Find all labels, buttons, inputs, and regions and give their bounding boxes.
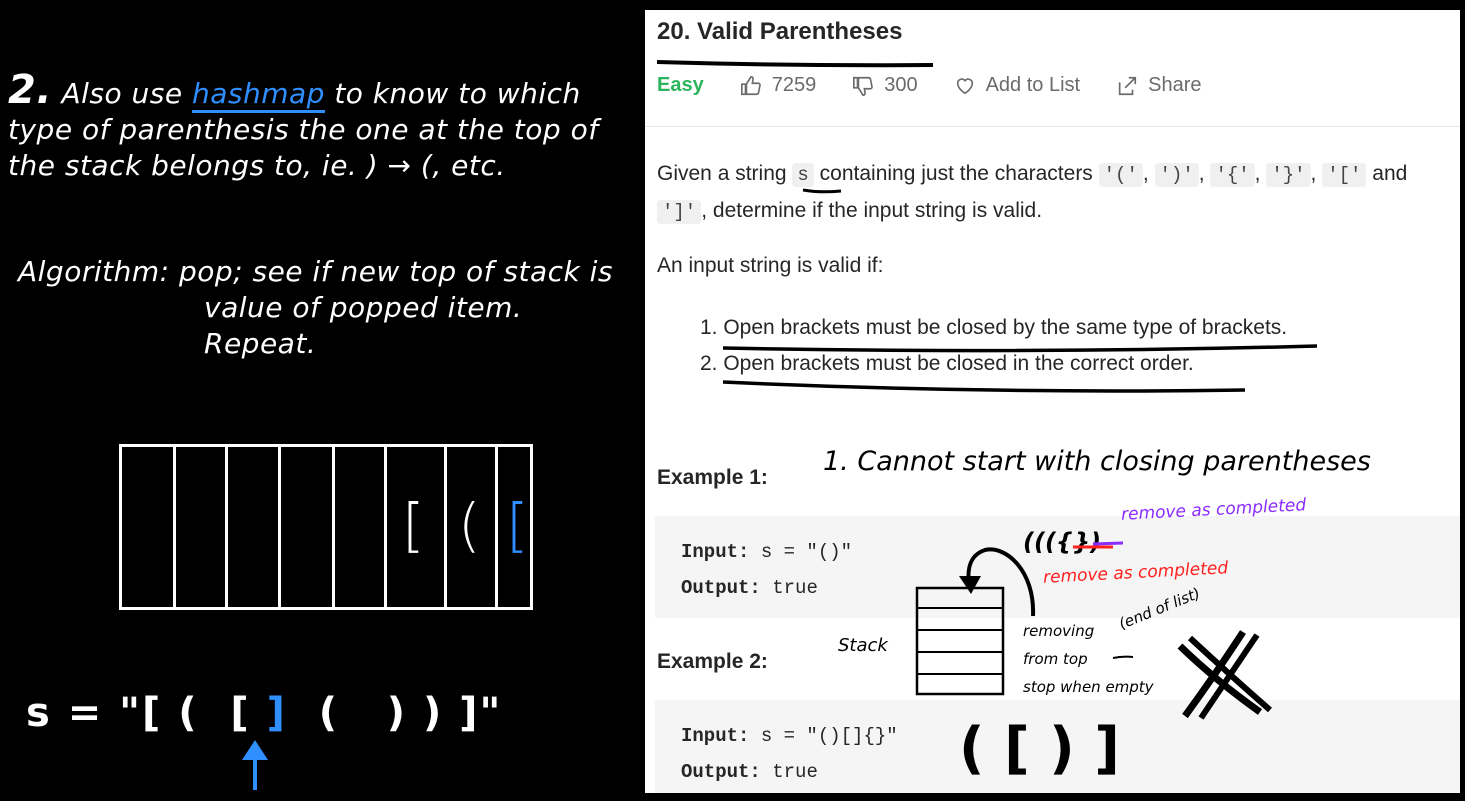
- problem-panel: 20. Valid Parentheses Easy 7259 300 Add …: [645, 10, 1460, 793]
- example1-input: s = "()": [760, 541, 853, 563]
- example2-input-label: Input:: [681, 725, 750, 747]
- annotation-strokes: [656, 60, 1318, 720]
- input-string: s = "[ ( [ ] ( ) ) ]": [26, 690, 502, 736]
- thumbs-down-icon: [853, 76, 874, 96]
- header-divider: [645, 126, 1460, 127]
- desc-text: and: [1372, 162, 1408, 185]
- annotation-paren-scribble: ((({}): [1023, 528, 1102, 556]
- stack-cell-divider: [278, 447, 281, 607]
- stack-cell-divider: [225, 447, 228, 607]
- code-var: s: [792, 163, 814, 187]
- problem-description: Given a string s containing just the cha…: [657, 162, 1408, 224]
- input-string-suffix: ( ) ) ]": [286, 690, 503, 736]
- input-string-prefix: s = "[ ( [: [26, 690, 267, 736]
- stack-cell-divider: [444, 447, 447, 607]
- algo-line2: value of popped item. Repeat.: [204, 291, 523, 360]
- example2-output: true: [772, 761, 818, 783]
- note-number: 2.: [8, 67, 53, 113]
- hashmap-note: 2. Also use hashmap to know to which typ…: [8, 70, 638, 184]
- rules-list: 1. Open brackets must be closed by the s…: [700, 310, 1287, 382]
- example1-box: Input: s = "()" Output: true: [655, 516, 1460, 618]
- desc-text: , determine if the input string is valid…: [701, 199, 1043, 222]
- code-char: ')': [1154, 163, 1199, 187]
- pointer-arrow-icon: [242, 740, 268, 790]
- code-char: '(': [1098, 163, 1143, 187]
- annotation-stack-label: Stack: [838, 635, 888, 656]
- dislike-button[interactable]: 300: [852, 74, 918, 97]
- stack-diagram: [ ( [: [119, 444, 533, 610]
- note-post: to know to which type of parenthesis the…: [8, 77, 599, 182]
- add-to-list-button[interactable]: Add to List: [954, 74, 1081, 97]
- add-to-list-label: Add to List: [985, 74, 1081, 96]
- example2-input: s = "()[]{}": [760, 725, 898, 747]
- rule-item: 1. Open brackets must be closed by the s…: [700, 316, 1288, 339]
- annotation-from-top: from top: [1023, 650, 1088, 668]
- share-button[interactable]: Share: [1116, 74, 1201, 97]
- note-pre: Also use: [61, 77, 183, 110]
- annotation-bracket-example: ( [ ) ]: [959, 716, 1120, 781]
- share-icon: [1118, 76, 1137, 95]
- code-char: '[': [1322, 163, 1367, 187]
- stack-item: (: [458, 491, 481, 559]
- algo-label: Algorithm:: [18, 255, 170, 288]
- example1-input-label: Input:: [681, 541, 750, 563]
- annotation-rule1: 1. Cannot start with closing parentheses: [823, 446, 1371, 477]
- rule-item: 2. Open brackets must be closed in the c…: [700, 352, 1194, 375]
- stack-cell-divider: [495, 447, 498, 607]
- thumbs-up-icon: [740, 75, 761, 95]
- annotation-stop-empty: stop when empty: [1023, 678, 1154, 696]
- example1-output-label: Output:: [681, 577, 761, 599]
- difficulty-badge: Easy: [657, 74, 704, 96]
- algorithm-note: Algorithm: pop; see if new top of stack …: [18, 254, 638, 362]
- example1-output: true: [772, 577, 818, 599]
- handwritten-notes-board: 2. Also use hashmap to know to which typ…: [0, 0, 645, 801]
- heart-icon: [956, 77, 973, 94]
- valid-intro: An input string is valid if:: [657, 254, 884, 277]
- dislike-count: 300: [884, 74, 918, 96]
- stack-cell-divider: [173, 447, 176, 607]
- desc-text: Given a string: [657, 162, 787, 185]
- stack-item: [: [402, 491, 425, 559]
- code-char: '}': [1266, 163, 1311, 187]
- problem-meta-bar: Easy 7259 300 Add to List Share: [657, 74, 1237, 97]
- example2-title: Example 2:: [657, 650, 768, 673]
- stack-cell-divider: [332, 447, 335, 607]
- annotation-removing: removing: [1023, 622, 1095, 640]
- like-button[interactable]: 7259: [740, 74, 817, 97]
- example2-output-label: Output:: [681, 761, 761, 783]
- note-hashmap: hashmap: [191, 77, 325, 113]
- stack-cell-divider: [384, 447, 387, 607]
- code-char: '{': [1210, 163, 1255, 187]
- code-char: ']': [657, 200, 702, 224]
- problem-title[interactable]: 20. Valid Parentheses: [657, 18, 903, 45]
- like-count: 7259: [771, 74, 817, 96]
- example2-box: Input: s = "()[]{}" Output: true: [655, 700, 1460, 793]
- example1-title: Example 1:: [657, 466, 768, 489]
- desc-text: containing just the characters: [819, 162, 1093, 185]
- algo-line1: pop; see if new top of stack is: [178, 255, 614, 288]
- stack-item-current: [: [506, 491, 529, 559]
- input-string-current: ]: [266, 690, 287, 736]
- share-label: Share: [1148, 74, 1202, 96]
